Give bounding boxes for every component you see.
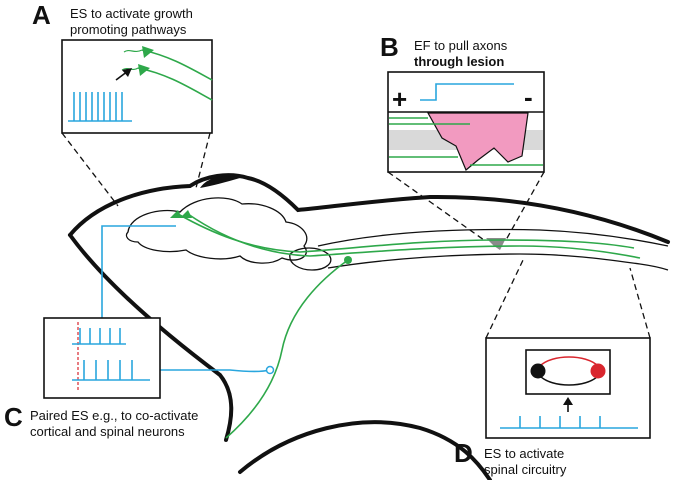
inset-b-lesion: [426, 112, 529, 171]
inset-a-arrow-head: [122, 68, 132, 77]
lesion-in-cord: [486, 238, 506, 250]
callout-lines: [61, 132, 651, 339]
inset-d-neuron-black: [530, 363, 546, 379]
panel-a-caption-line-2: promoting pathways: [70, 22, 187, 37]
inset-d-pulse-train: [519, 416, 601, 428]
inset-d-inhibitory-link: [539, 375, 599, 386]
inset-a-pulse-train: [73, 92, 123, 121]
inset-b-cathode-symbol: -: [524, 82, 533, 112]
inset-d-neuron-red: [590, 363, 606, 379]
ear-outline: [200, 176, 240, 188]
panel-d-caption-line-2: spinal circuitry: [484, 462, 567, 477]
panel-d-caption-line-1: ES to activate: [484, 446, 565, 461]
stim-electrode-tip: [265, 365, 275, 375]
inset-a-frame: [61, 39, 213, 134]
panel-b-caption-line-2: through lesion: [414, 54, 505, 69]
front-leg-outline: [68, 233, 234, 442]
cortical-stim-lead: [101, 225, 176, 318]
inset-b-field-step: [420, 83, 514, 101]
inset-b-axons: [389, 117, 543, 166]
inset-b-anode-symbol: +: [392, 84, 408, 114]
panel-c-caption-line-1: Paired ES e.g., to co-activate: [30, 408, 199, 423]
panel-label-b: B: [380, 32, 399, 62]
spinal-cord-lower: [327, 253, 669, 271]
panel-label-a: A: [32, 0, 51, 30]
panel-label-c: C: [4, 402, 23, 432]
spinal-neuron-soma: [344, 256, 352, 264]
hind-leg-outline: [238, 420, 492, 480]
inset-c-lower-pulses: [83, 360, 133, 380]
inset-a-growth-cone-1: [142, 46, 154, 58]
axon-growth-cone-2: [180, 210, 192, 218]
axon-growth-cone-1: [170, 210, 182, 218]
panel-a-caption-line-1: ES to activate growth: [70, 6, 193, 21]
inset-d-excitatory-link: [539, 356, 599, 367]
inset-c-frame: [43, 317, 161, 399]
panel-c-caption-line-2: cortical and spinal neurons: [30, 424, 185, 439]
spinal-cord-upper: [317, 228, 669, 247]
inset-a-axon-wisp-1: [123, 49, 143, 53]
panel-b-caption-line-1: EF to pull axons: [414, 38, 508, 53]
inset-c-upper-pulses: [79, 328, 121, 344]
inset-a-growth-cone-2: [138, 64, 150, 76]
panel-label-d: D: [454, 438, 473, 468]
corticospinal-tract-2: [187, 213, 641, 259]
descending-green-axon: [225, 259, 349, 439]
inset-d-arrow-head: [563, 397, 573, 405]
cerebellum-outline: [289, 247, 332, 271]
